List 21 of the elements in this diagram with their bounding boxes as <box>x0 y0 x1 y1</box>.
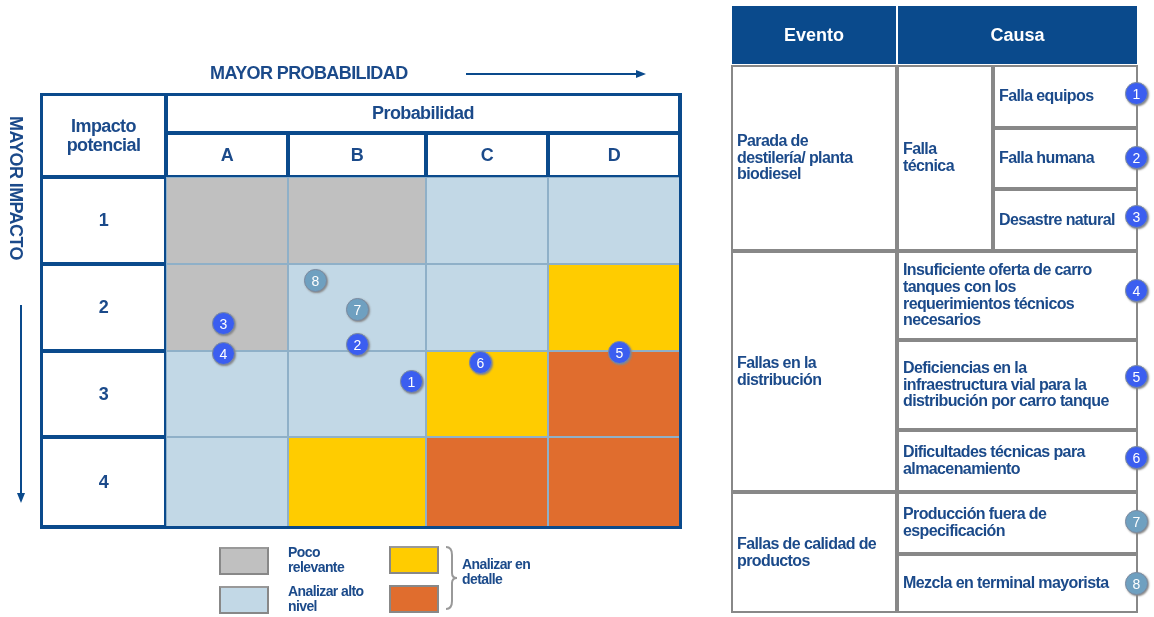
legend-text: Analizar alto nivel <box>288 584 365 614</box>
header-cell: B <box>288 133 426 177</box>
header-cell: Probabilidad <box>166 94 680 133</box>
header-cell: Causa <box>897 5 1138 65</box>
header-cell: D <box>548 133 680 177</box>
row-header-cell: 1 <box>41 177 166 264</box>
axis-title: MAYOR IMPACTO <box>6 116 25 260</box>
axis-title: MAYOR PROBABILIDAD <box>210 64 408 83</box>
table-cell: Parada de destilería/ planta biodiesel <box>731 65 897 251</box>
header-cell: Evento <box>731 5 897 65</box>
row-header-cell: 2 <box>41 264 166 351</box>
header-cell: Impacto potencial <box>41 94 166 177</box>
header-cell: C <box>426 133 548 177</box>
row-header-cell: 4 <box>41 437 166 527</box>
table-cell: Fallas en la distribución <box>731 251 897 492</box>
legend-text: Analizar en detalle <box>462 557 532 587</box>
legend-text: Poco relevante <box>288 545 346 575</box>
table-cell: Fallas de calidad de productos <box>731 492 897 613</box>
row-header-cell: 3 <box>41 351 166 437</box>
table-cell: Falla técnica <box>897 65 993 251</box>
header-cell: A <box>166 133 288 177</box>
